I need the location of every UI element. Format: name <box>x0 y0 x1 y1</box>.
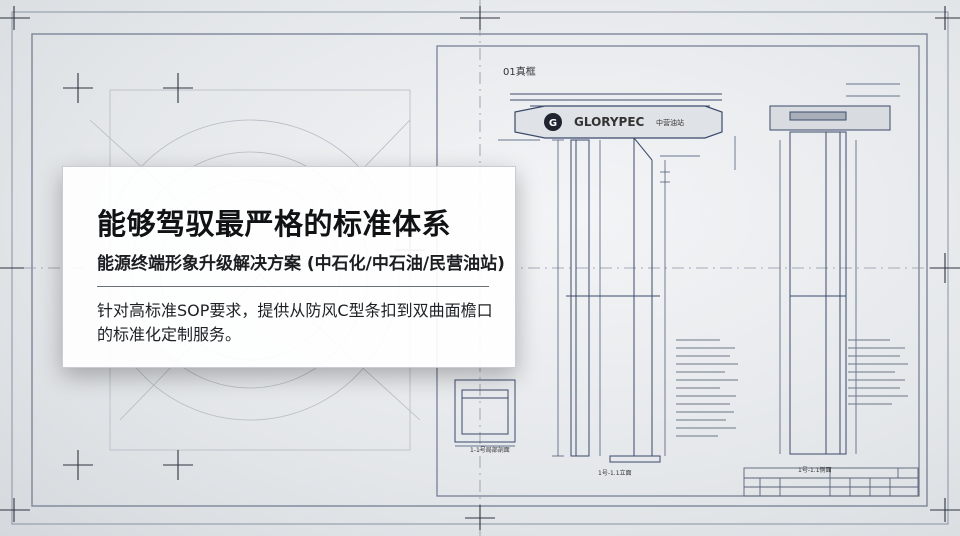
card-title: 能够驾驭最严格的标准体系 <box>97 207 452 241</box>
sheet-label: 01真框 <box>503 65 536 78</box>
detail-view-label: 1-1号局部剖面 <box>470 446 510 454</box>
brand-text: GLORYPEC <box>574 115 645 129</box>
logo-mark-icon: G <box>549 118 557 129</box>
card-subtitle: 能源终端形象升级解决方案 (中石化/中石油/民营油站) <box>97 254 505 274</box>
card-description: 针对高标准SOP要求，提供从防风C型条扣到双曲面檐口的标准化定制服务。 <box>97 301 493 344</box>
side-view-label: 1号-1.1侧面 <box>798 466 832 474</box>
station-text: 中营油站 <box>656 118 684 127</box>
divider <box>97 286 489 287</box>
info-card: 能够驾驭最严格的标准体系 能源终端形象升级解决方案 (中石化/中石油/民营油站)… <box>62 166 516 368</box>
front-view-label: 1号-1.1立面 <box>598 469 632 477</box>
